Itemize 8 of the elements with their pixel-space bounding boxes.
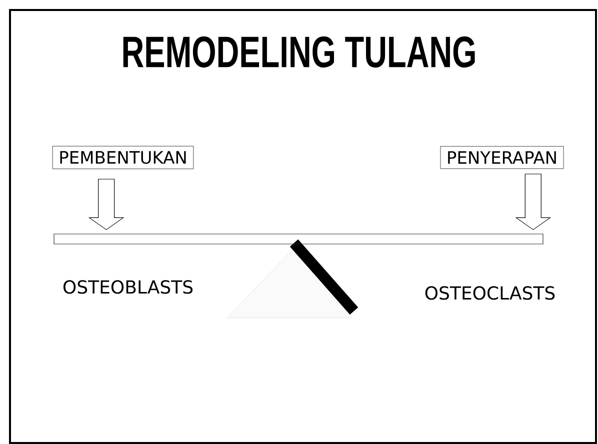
block-arrow xyxy=(515,174,552,230)
text-box: PENYERAPAN xyxy=(440,146,564,169)
block-arrow xyxy=(88,178,124,230)
seesaw-beam xyxy=(54,234,544,244)
text-box: PEMBENTUKAN xyxy=(52,146,194,170)
title: REMODELING TULANG xyxy=(123,36,475,68)
label: OSTEOCLASTS xyxy=(425,286,555,300)
label: OSTEOBLASTS xyxy=(63,280,193,294)
